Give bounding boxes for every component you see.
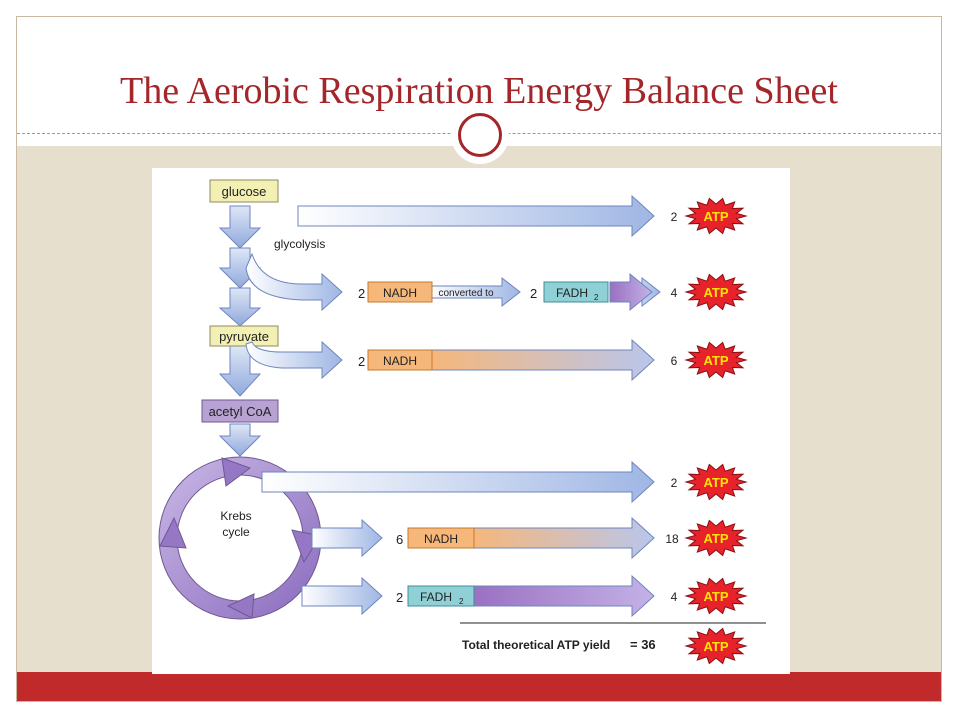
- glycolysis-label: glycolysis: [274, 237, 325, 251]
- fadh2-subscript: 2: [594, 293, 599, 302]
- pyruvate-box: [209, 325, 279, 347]
- diagram-figure: glucose glycolysis pyruvate acetyl CoA K…: [152, 168, 790, 674]
- stage-boxes: glucose glycolysis pyruvate acetyl CoA: [201, 179, 325, 423]
- total-yield: Total theoretical ATP yield = 36: [460, 622, 766, 652]
- atp-label: ATP: [703, 285, 728, 300]
- row6-coeff: 2: [396, 590, 403, 605]
- row-arrows: [245, 194, 661, 618]
- fadh2-label: FADH: [420, 590, 452, 604]
- fadh2-box: [543, 281, 609, 303]
- atp-burst-icon: [684, 463, 748, 501]
- acetyl-coa-box: [201, 399, 279, 423]
- fadh2-label: FADH: [556, 286, 588, 300]
- atp-burst-icon: [684, 197, 748, 235]
- atp-burst-icon: [684, 627, 748, 665]
- atp-burst-icon: [684, 519, 748, 557]
- nadh-box: [367, 349, 433, 371]
- nadh-label: NADH: [383, 354, 417, 368]
- pyruvate-label: pyruvate: [219, 329, 269, 344]
- atp-burst-icon: [684, 273, 748, 311]
- atp-label: ATP: [703, 639, 728, 654]
- energy-balance-diagram: glucose glycolysis pyruvate acetyl CoA K…: [158, 179, 766, 665]
- atp-yields: 2 4 6 2 18 4 ATP ATP ATP ATP ATP ATP ATP: [665, 197, 748, 665]
- atp-burst-icon: [684, 577, 748, 615]
- atp-label: ATP: [703, 353, 728, 368]
- atp-burst-icon: [684, 341, 748, 379]
- glucose-label: glucose: [222, 184, 267, 199]
- fadh2-subscript: 2: [459, 597, 464, 606]
- total-value: = 36: [630, 637, 656, 652]
- pathway-arrows: [218, 205, 343, 457]
- fadh2-box: [407, 585, 475, 607]
- slide-title: The Aerobic Respiration Energy Balance S…: [120, 70, 838, 112]
- atp-label: ATP: [703, 475, 728, 490]
- decorative-ring-inner-icon: [458, 113, 502, 157]
- atp-count: 4: [671, 286, 678, 300]
- atp-count: 6: [671, 354, 678, 368]
- krebs-label-2: cycle: [222, 525, 250, 539]
- footer-bar: [17, 672, 941, 701]
- krebs-arrowhead-icon: [221, 457, 252, 487]
- slide-frame: [16, 16, 942, 702]
- row3-coeff: 2: [358, 354, 365, 369]
- converted-to-label: converted to: [438, 288, 493, 299]
- acetyl-coa-label: acetyl CoA: [209, 404, 272, 419]
- atp-count: 18: [665, 532, 679, 546]
- krebs-arrowhead-icon: [159, 516, 187, 549]
- glucose-box: [209, 179, 279, 203]
- nadh-label: NADH: [424, 532, 458, 546]
- row2-coeff: 2: [358, 286, 365, 301]
- total-label: Total theoretical ATP yield: [462, 638, 610, 652]
- nadh-label: NADH: [383, 286, 417, 300]
- row5-coeff: 6: [396, 532, 403, 547]
- atp-count: 2: [671, 476, 678, 490]
- atp-label: ATP: [703, 589, 728, 604]
- row2-coeff2: 2: [530, 286, 537, 301]
- krebs-label-1: Krebs: [220, 509, 251, 523]
- krebs-arrowhead-icon: [226, 593, 255, 619]
- nadh-box: [407, 527, 475, 549]
- carrier-boxes: 2 NADH converted to 2 FADH 2 2 NADH 6 NA…: [358, 281, 609, 607]
- atp-label: ATP: [703, 531, 728, 546]
- atp-count: 4: [671, 590, 678, 604]
- atp-label: ATP: [703, 209, 728, 224]
- nadh-box: [367, 281, 433, 303]
- atp-count: 2: [671, 210, 678, 224]
